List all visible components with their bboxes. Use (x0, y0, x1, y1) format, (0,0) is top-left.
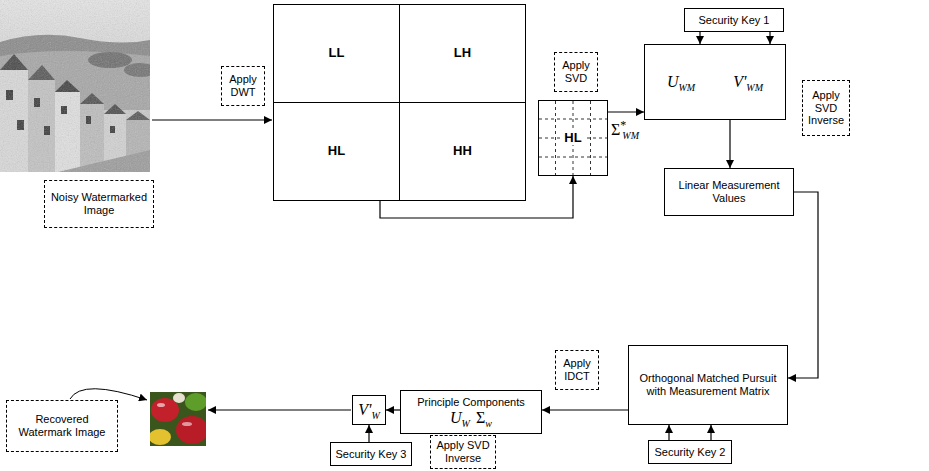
step-note: Apply SVD Inverse (802, 80, 850, 136)
photo-noise (0, 0, 150, 172)
yellow-pepper (150, 429, 171, 445)
box-label: LH (454, 45, 471, 60)
connector-arrow (668, 425, 669, 440)
photo-sky (0, 0, 150, 172)
process-box: Orthogonal Matched Pursuit with Measurem… (628, 345, 788, 425)
red-pepper (151, 398, 179, 422)
key-box: Security Key 1 (684, 8, 784, 32)
box-label: Noisy Watermarked Image (51, 191, 147, 216)
subband-box: HL (273, 102, 400, 201)
grid-line (539, 157, 607, 158)
image-caption: Recovered Watermark Image (6, 400, 118, 452)
subband-box: LL (273, 4, 400, 103)
connector-arrow (542, 409, 628, 410)
village-photo (0, 0, 150, 172)
step-note: Apply SVD Inverse (430, 435, 496, 469)
math-symbol: V' (358, 401, 371, 418)
process-box: Linear Measurement Values (664, 168, 794, 216)
math-symbol: V' (733, 73, 746, 90)
box-label: Security Key 2 (655, 446, 726, 458)
connector-arrow (729, 120, 730, 168)
math-symbol: Σ (476, 409, 485, 426)
subscript: w (485, 418, 492, 429)
highlight (157, 403, 165, 407)
matrix-box: V'W (352, 395, 386, 425)
step-note: Apply IDCT (555, 350, 599, 390)
math-symbol: U (450, 409, 462, 426)
box-label: Recovered Watermark Image (18, 413, 105, 438)
box-label: Security Key 1 (699, 14, 770, 26)
leader-line (70, 389, 147, 400)
box-label: Orthogonal Matched Pursuit with Measurem… (640, 372, 777, 397)
highlight (182, 422, 192, 426)
grid-line (539, 119, 607, 120)
superscript: * (620, 118, 626, 132)
math-symbol: U (667, 73, 679, 90)
output-arrow (208, 409, 351, 410)
box-label: Linear Measurement Values (679, 179, 780, 204)
box-label: Apply SVD Inverse (808, 89, 844, 126)
connector-arrow (380, 176, 573, 218)
block-grid (539, 101, 607, 175)
image-caption: Noisy Watermarked Image (44, 180, 154, 228)
grid-line (555, 101, 556, 175)
step-note: Apply DWT (221, 66, 265, 106)
connector-arrow (368, 425, 369, 442)
connector-arrow (608, 111, 644, 112)
subband-box: HH (399, 102, 526, 201)
grid-line (590, 101, 591, 175)
red-pepper (176, 416, 206, 444)
box-label: Apply SVD Inverse (436, 439, 489, 464)
box-label: HL (328, 143, 345, 158)
connector-arrow (769, 32, 770, 44)
math-symbol: Σ (611, 121, 620, 138)
box-label: Apply DWT (229, 73, 257, 98)
box-label: HL (562, 130, 583, 145)
box-label: Security Key 3 (336, 448, 407, 460)
green-pepper (185, 393, 206, 411)
subband-block: HL (538, 100, 608, 176)
subscript: W (371, 410, 379, 421)
box-label: LL (329, 45, 345, 60)
box-label: Apply SVD (562, 59, 590, 84)
connector-arrow (386, 409, 400, 410)
subscript: WM (622, 130, 639, 141)
subscript: WM (679, 82, 696, 93)
matrix-box: UWMV'WM (644, 44, 786, 120)
garlic (173, 393, 185, 403)
step-note: Apply SVD (554, 52, 598, 92)
key-box: Security Key 2 (648, 440, 732, 464)
connector-arrow (710, 425, 711, 440)
peppers-photo (150, 392, 206, 446)
box-label: Principle Components (417, 396, 525, 408)
subscript: W (462, 418, 470, 429)
key-box: Security Key 3 (330, 442, 412, 466)
subband-box: LH (399, 4, 526, 103)
connector-arrow (699, 32, 700, 44)
box-label: HH (453, 143, 472, 158)
process-box: Principle ComponentsUWΣw (400, 390, 542, 434)
box-label: Apply IDCT (563, 357, 591, 382)
subscript: WM (746, 82, 763, 93)
connector-arrow (788, 192, 818, 378)
input-arrow (152, 119, 272, 120)
